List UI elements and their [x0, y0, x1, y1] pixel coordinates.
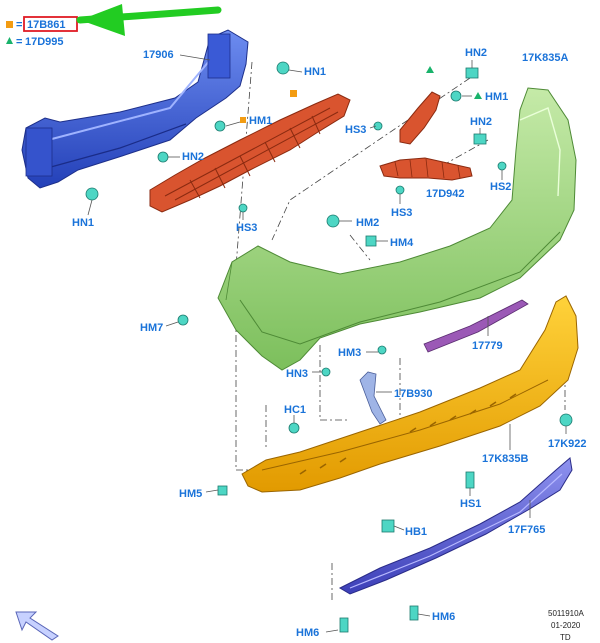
- label-17k835a[interactable]: 17K835A: [522, 52, 569, 64]
- label-17906[interactable]: 17906: [143, 49, 174, 61]
- bumper-cover-upper[interactable]: [217, 87, 577, 371]
- clip-hn2-top: [465, 67, 479, 79]
- leader-lines: [87, 54, 567, 633]
- bumper-reinforcement-beam[interactable]: [21, 29, 249, 189]
- legend-green-part[interactable]: 17D995: [25, 36, 64, 48]
- label-hn2-top[interactable]: HN2: [465, 47, 487, 59]
- bumper-cover-lower[interactable]: [241, 295, 579, 493]
- clip-hs3-mid: [395, 185, 405, 195]
- label-hm6-left[interactable]: HM6: [296, 627, 319, 639]
- legend-green-eq: =: [16, 36, 22, 48]
- label-hm5[interactable]: HM5: [179, 488, 202, 500]
- clip-hm1-left: [214, 120, 226, 132]
- label-hs2[interactable]: HS2: [490, 181, 511, 193]
- footer-date: 01-2020: [551, 621, 581, 630]
- footer-suffix: TD: [560, 633, 571, 642]
- skid-plate[interactable]: [338, 457, 573, 595]
- label-hn2-left[interactable]: HN2: [182, 151, 204, 163]
- label-hm4[interactable]: HM4: [390, 237, 414, 249]
- label-hn2-right[interactable]: HN2: [470, 116, 492, 128]
- center-bracket[interactable]: [359, 371, 387, 425]
- orange-square-icon: [6, 21, 13, 28]
- part-highlight-box: [23, 16, 78, 32]
- label-17b930[interactable]: 17B930: [394, 388, 433, 400]
- label-17f765[interactable]: 17F765: [508, 524, 545, 536]
- clip-hn1-top: [276, 61, 290, 75]
- hm1-green-triangle-icon: [474, 92, 482, 99]
- legend-orange-eq: =: [16, 19, 22, 31]
- clip-hn3: [321, 367, 331, 377]
- clip-hs1: [465, 471, 475, 489]
- footer-code: 5011910A: [548, 609, 585, 618]
- clip-hn2-left: [157, 151, 169, 163]
- label-hb1[interactable]: HB1: [405, 526, 427, 538]
- clip-hm3: [377, 345, 387, 355]
- clip-hb1: [381, 519, 395, 533]
- label-hm1-left[interactable]: HM1: [249, 115, 272, 127]
- label-hm7[interactable]: HM7: [140, 322, 163, 334]
- legend: = 17B861 = 17D995: [6, 4, 222, 48]
- label-hm3[interactable]: HM3: [338, 347, 361, 359]
- clip-hn1-left: [85, 187, 99, 201]
- clip-hm6-right: [409, 605, 419, 621]
- clip-hs3-left: [238, 203, 248, 213]
- legend-orange-part[interactable]: 17B861: [27, 19, 66, 31]
- clip-hm2: [326, 214, 340, 228]
- clip-hm1-right: [450, 90, 462, 102]
- label-hn3[interactable]: HN3: [286, 368, 308, 380]
- bumper-bracket-right[interactable]: [379, 157, 473, 181]
- label-17k835b[interactable]: 17K835B: [482, 453, 529, 465]
- fastener-clips: [85, 61, 573, 633]
- label-17779[interactable]: 17779: [472, 340, 503, 352]
- label-hs3-top[interactable]: HS3: [345, 124, 366, 136]
- label-hm6-right[interactable]: HM6: [432, 611, 455, 623]
- green-triangle-icon: [6, 37, 13, 44]
- clip-hm6-left: [339, 617, 349, 633]
- part-labels: 17906 HN1 HN1 HM1 HM1 HN2 HN2 HN2 HS3 HS…: [72, 47, 587, 639]
- clip-hm7: [177, 314, 189, 326]
- clip-hs2: [497, 161, 507, 171]
- green-arrow-icon: [76, 4, 222, 36]
- label-17k922[interactable]: 17K922: [548, 438, 587, 450]
- green-marker-icon: [426, 66, 434, 73]
- direction-arrow-icon: [15, 611, 59, 641]
- side-bracket-upper-right[interactable]: [399, 91, 441, 145]
- clip-hc1: [288, 422, 300, 434]
- label-hs3-mid[interactable]: HS3: [391, 207, 412, 219]
- label-17d942[interactable]: 17D942: [426, 188, 465, 200]
- clip-hn2-right: [473, 133, 487, 145]
- clip-hm4: [365, 235, 377, 247]
- bumper-molding-strip[interactable]: [423, 299, 529, 353]
- clip-17k922: [559, 413, 573, 427]
- bumper-bracket-left[interactable]: [149, 93, 351, 213]
- label-hs1[interactable]: HS1: [460, 498, 481, 510]
- hm1-orange-square-icon: [240, 117, 246, 123]
- clip-hm5: [217, 485, 228, 496]
- label-hm2[interactable]: HM2: [356, 217, 379, 229]
- clip-hs3-top: [373, 121, 383, 131]
- drawing-reference: 5011910A 01-2020 TD: [548, 609, 585, 642]
- label-hn1-left[interactable]: HN1: [72, 217, 94, 229]
- label-hc1[interactable]: HC1: [284, 404, 306, 416]
- label-hn1-top[interactable]: HN1: [304, 66, 326, 78]
- orange-marker-icon: [290, 90, 297, 97]
- label-hs3-left[interactable]: HS3: [236, 222, 257, 234]
- label-hm1-right[interactable]: HM1: [485, 91, 508, 103]
